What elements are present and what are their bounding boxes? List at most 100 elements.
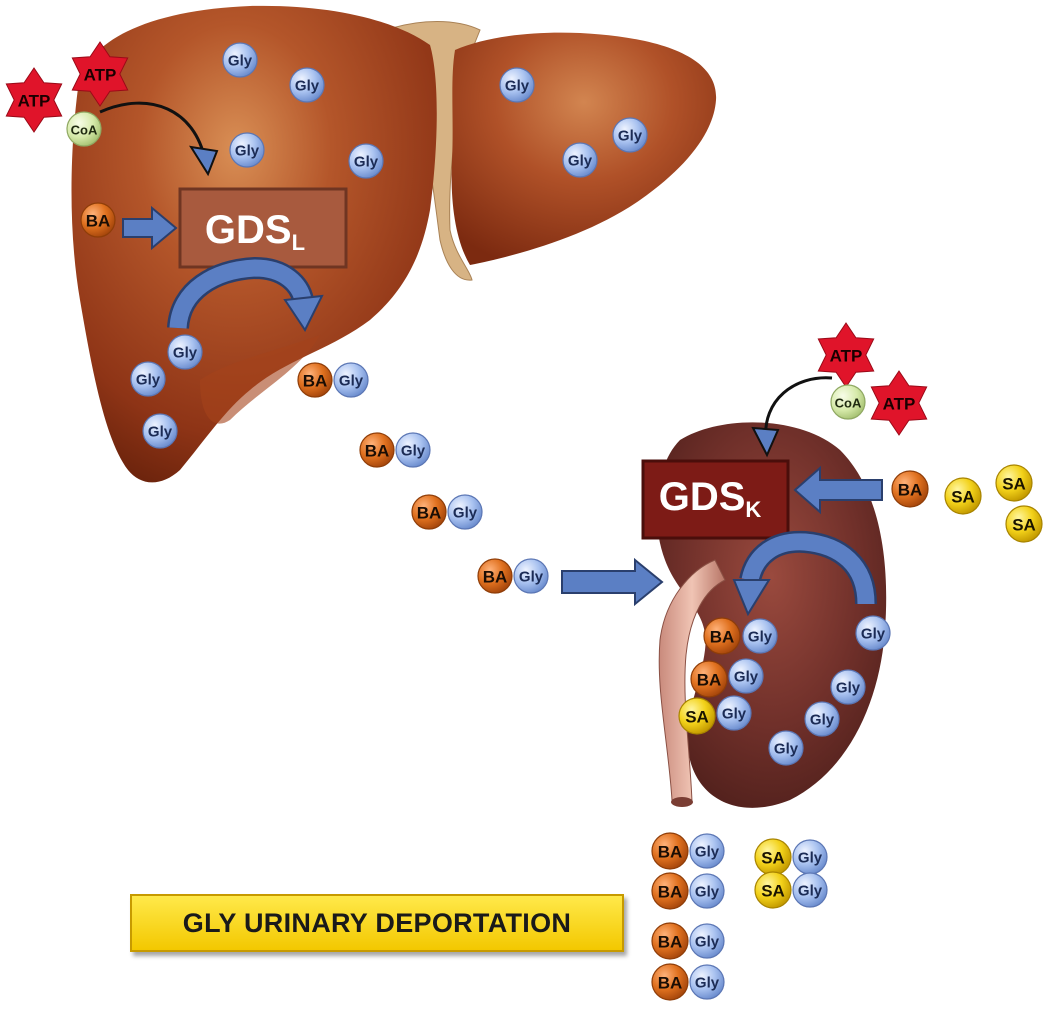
gly-label: Gly	[453, 505, 478, 522]
gly-molecule: Gly	[716, 695, 752, 731]
atp-star: ATP	[5, 67, 63, 133]
gly-molecule: Gly	[333, 362, 369, 398]
ba-molecule: BA	[690, 660, 728, 698]
gly-molecule: Gly	[289, 67, 325, 103]
gly-label: Gly	[519, 569, 544, 586]
ba-label: BA	[417, 504, 442, 523]
ba-sphere	[297, 362, 333, 398]
kidney-enzyme-label: GDSK	[659, 475, 762, 522]
gly-sphere	[229, 132, 265, 168]
kidney-return-arrow	[732, 530, 877, 617]
ba-sphere	[411, 494, 447, 530]
gly-sphere	[689, 873, 725, 909]
gly-molecule: Gly	[447, 494, 483, 530]
atp-star-shape	[870, 370, 928, 436]
sa-label: SA	[685, 708, 709, 727]
ba-sphere	[80, 202, 116, 238]
gly-sphere	[562, 142, 598, 178]
atp-star: ATP	[870, 370, 928, 436]
sa-label: SA	[1012, 516, 1036, 535]
gly-label: Gly	[401, 443, 426, 460]
gly-molecule: Gly	[689, 873, 725, 909]
ba-label: BA	[658, 974, 683, 993]
gly-label: Gly	[354, 154, 379, 171]
ba-sphere	[651, 832, 689, 870]
gly-label: Gly	[695, 934, 720, 951]
ba-into-liver-arrow	[122, 205, 178, 251]
gly-sphere	[792, 872, 828, 908]
gly-label: Gly	[695, 884, 720, 901]
gly-molecule: Gly	[689, 964, 725, 1000]
gly-label: Gly	[235, 143, 260, 160]
gly-molecule: Gly	[612, 117, 648, 153]
sa-label: SA	[761, 849, 785, 868]
coa-sphere	[830, 384, 866, 420]
ba-sphere	[651, 963, 689, 1001]
coa-molecule: CoA	[66, 111, 102, 147]
gly-sphere	[716, 695, 752, 731]
gly-sphere	[804, 701, 840, 737]
sa-molecule: SA	[754, 838, 792, 876]
sa-sphere	[1005, 505, 1043, 543]
ba-label: BA	[658, 883, 683, 902]
gly-sphere	[395, 432, 431, 468]
ba-sphere	[690, 660, 728, 698]
gly-sphere	[830, 669, 866, 705]
ba-molecule: BA	[297, 362, 333, 398]
gly-sphere	[689, 833, 725, 869]
gly-sphere	[333, 362, 369, 398]
gly-sphere	[855, 615, 891, 651]
ba-label: BA	[303, 372, 328, 391]
ba-label: BA	[483, 568, 508, 587]
ba-label: BA	[365, 442, 390, 461]
liver-export-arrow	[167, 256, 324, 332]
gly-molecule: Gly	[728, 658, 764, 694]
sa-sphere	[678, 697, 716, 735]
gly-sphere	[513, 558, 549, 594]
gly-molecule: Gly	[167, 334, 203, 370]
gly-sphere	[742, 618, 778, 654]
gly-molecule: Gly	[742, 618, 778, 654]
kidney-enzyme-box: GDSK	[641, 459, 790, 540]
gly-label: Gly	[339, 373, 364, 390]
ba-molecule: BA	[703, 617, 741, 655]
ba-molecule: BA	[651, 922, 689, 960]
gly-label: Gly	[798, 883, 823, 900]
ba-sphere	[477, 558, 513, 594]
gly-sphere	[612, 117, 648, 153]
gly-molecule: Gly	[768, 730, 804, 766]
gly-molecule: Gly	[222, 42, 258, 78]
sa-label: SA	[951, 488, 975, 507]
sa-molecule: SA	[754, 871, 792, 909]
atp-star-shape	[71, 41, 129, 107]
ba-label: BA	[658, 843, 683, 862]
gly-label: Gly	[618, 128, 643, 145]
gly-molecule: Gly	[499, 67, 535, 103]
gly-sphere	[689, 964, 725, 1000]
gly-label: Gly	[836, 680, 861, 697]
gly-sphere	[689, 923, 725, 959]
gly-molecule: Gly	[689, 923, 725, 959]
gly-label: Gly	[295, 78, 320, 95]
ba-sphere	[891, 470, 929, 508]
ba-molecule: BA	[477, 558, 513, 594]
gly-label: Gly	[136, 372, 161, 389]
gly-molecule: Gly	[142, 413, 178, 449]
gly-label: Gly	[748, 629, 773, 646]
gly-molecule: Gly	[804, 701, 840, 737]
gly-label: Gly	[148, 424, 173, 441]
ba-molecule: BA	[80, 202, 116, 238]
ba-label: BA	[697, 671, 722, 690]
gly-molecule: Gly	[513, 558, 549, 594]
liver-enzyme-box: GDSL	[178, 187, 348, 269]
atp-star: ATP	[71, 41, 129, 107]
gly-label: Gly	[810, 712, 835, 729]
gly-sphere	[499, 67, 535, 103]
gly-urinary-deportation-banner: GLY URINARY DEPORTATION	[130, 894, 624, 952]
ba-sa-into-kidney-arrow	[793, 465, 883, 515]
gly-molecule: Gly	[689, 833, 725, 869]
sa-label: SA	[761, 882, 785, 901]
gly-label: Gly	[695, 844, 720, 861]
